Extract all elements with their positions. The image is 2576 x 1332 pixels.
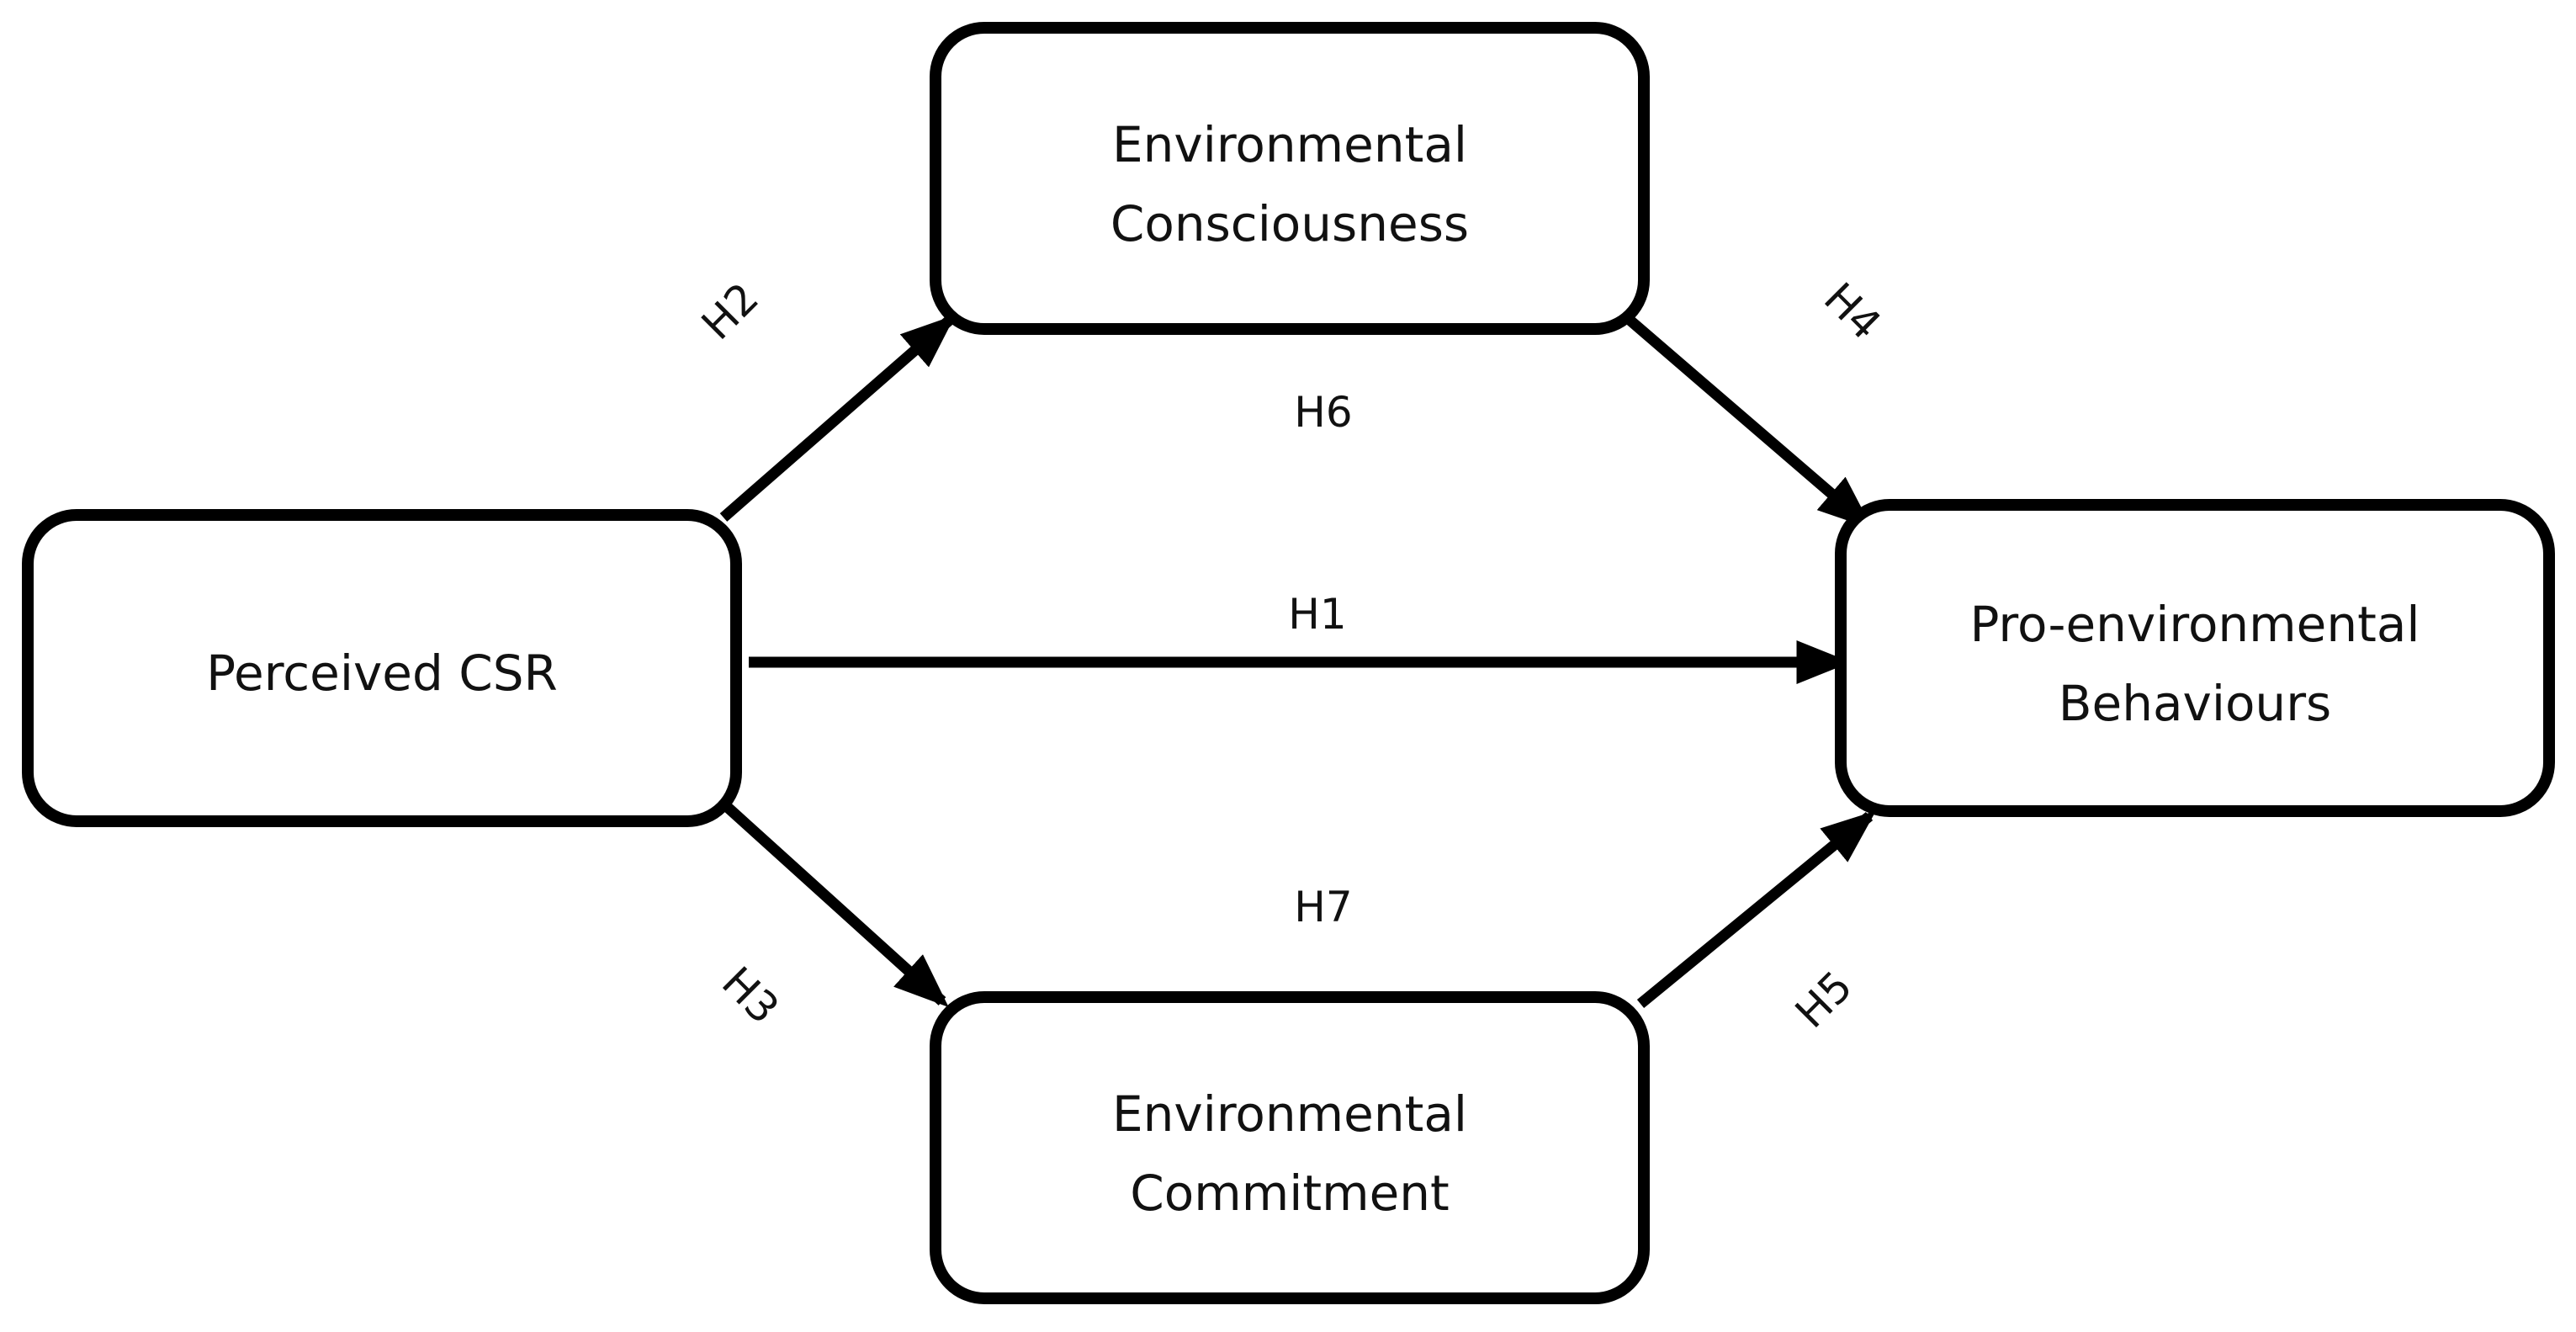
edge-label-h6: H6 <box>1294 388 1352 437</box>
node-environmental-consciousness: Environmental Consciousness <box>930 22 1650 335</box>
edge-h4-arrow <box>1626 316 1873 529</box>
node-environmental-commitment-label-line2: Commitment <box>1130 1165 1450 1222</box>
edge-label-h4: H4 <box>1815 273 1890 349</box>
edge-label-h5: H5 <box>1786 962 1862 1037</box>
node-environmental-consciousness-label-line1: Environmental <box>1112 116 1467 173</box>
node-pro-environmental-behaviours-label-line2: Behaviours <box>2059 675 2332 732</box>
edge-h3-arrow <box>719 799 949 1007</box>
node-perceived-csr-label: Perceived CSR <box>206 645 558 702</box>
node-perceived-csr: Perceived CSR <box>22 509 742 827</box>
edge-label-h2: H2 <box>692 273 768 349</box>
edge-h5-arrow <box>1636 810 1877 1009</box>
node-pro-environmental-behaviours-label-line1: Pro-environmental <box>1969 596 2420 653</box>
edge-label-h3: H3 <box>713 958 788 1033</box>
node-environmental-commitment: Environmental Commitment <box>930 991 1650 1304</box>
node-pro-environmental-behaviours: Pro-environmental Behaviours <box>1835 499 2555 817</box>
edge-h2-arrow <box>719 315 956 522</box>
edge-label-h1: H1 <box>1288 590 1346 639</box>
node-environmental-commitment-label-line1: Environmental <box>1112 1085 1467 1143</box>
node-environmental-consciousness-label-line2: Consciousness <box>1110 195 1469 252</box>
edge-label-h7: H7 <box>1294 883 1352 931</box>
